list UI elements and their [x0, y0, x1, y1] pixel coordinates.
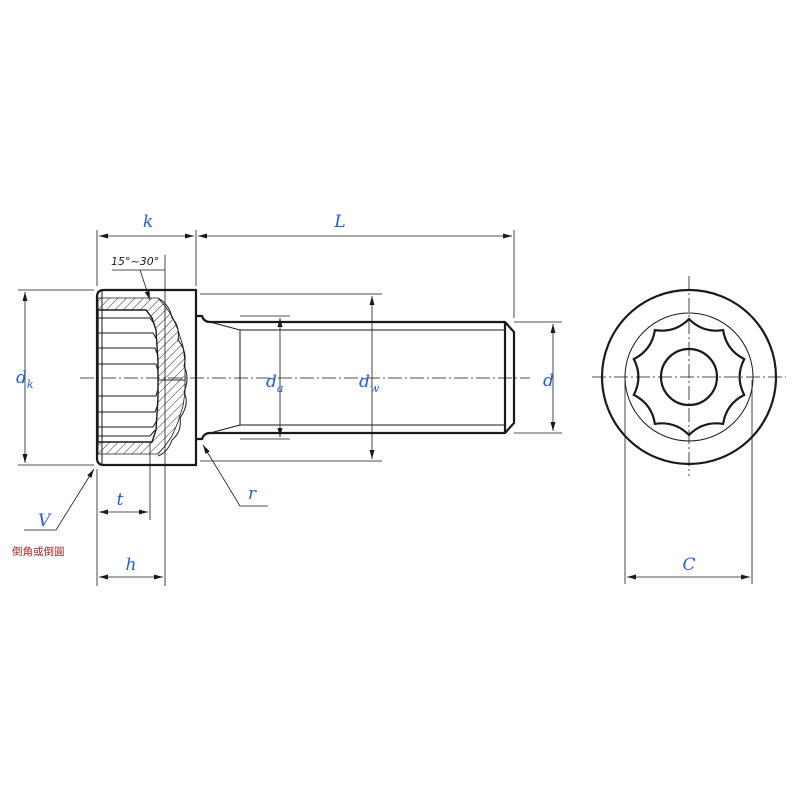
note-chamfer-or-round: 倒角或倒圓 [12, 546, 65, 558]
socket-recess [97, 309, 159, 443]
angle-leader [139, 269, 151, 301]
screw-head-side-view [95, 288, 198, 467]
label-dk: dk [16, 368, 34, 391]
section-break-line [157, 297, 188, 457]
label-L: L [333, 212, 345, 232]
label-t: t [117, 490, 124, 510]
shank-outline [196, 314, 516, 441]
screw-end-view [600, 288, 778, 466]
dimension-labels: k L 15°~30° dk da dw d r V t h C 倒角或倒圓 [12, 212, 696, 575]
head-chamfer-circle [624, 312, 754, 442]
screw-shank-side-view [196, 314, 516, 441]
r-leader [202, 444, 268, 507]
label-angle: 15°~30° [111, 255, 159, 268]
head-outer-circle [600, 288, 778, 466]
label-da: da [266, 372, 283, 395]
dimension-lines [22, 233, 750, 580]
socket-star [632, 317, 746, 437]
V-leader [24, 468, 95, 531]
label-C: C [682, 555, 695, 575]
socket-lobes [98, 317, 159, 437]
head-outline [95, 288, 198, 467]
label-h: h [126, 555, 137, 575]
extension-lines [18, 230, 753, 586]
label-r: r [248, 484, 257, 504]
label-k: k [143, 212, 153, 232]
label-dw: dw [359, 372, 380, 395]
socket-bore-circle [659, 347, 719, 407]
label-d: d [543, 371, 554, 391]
label-V: V [38, 511, 52, 531]
